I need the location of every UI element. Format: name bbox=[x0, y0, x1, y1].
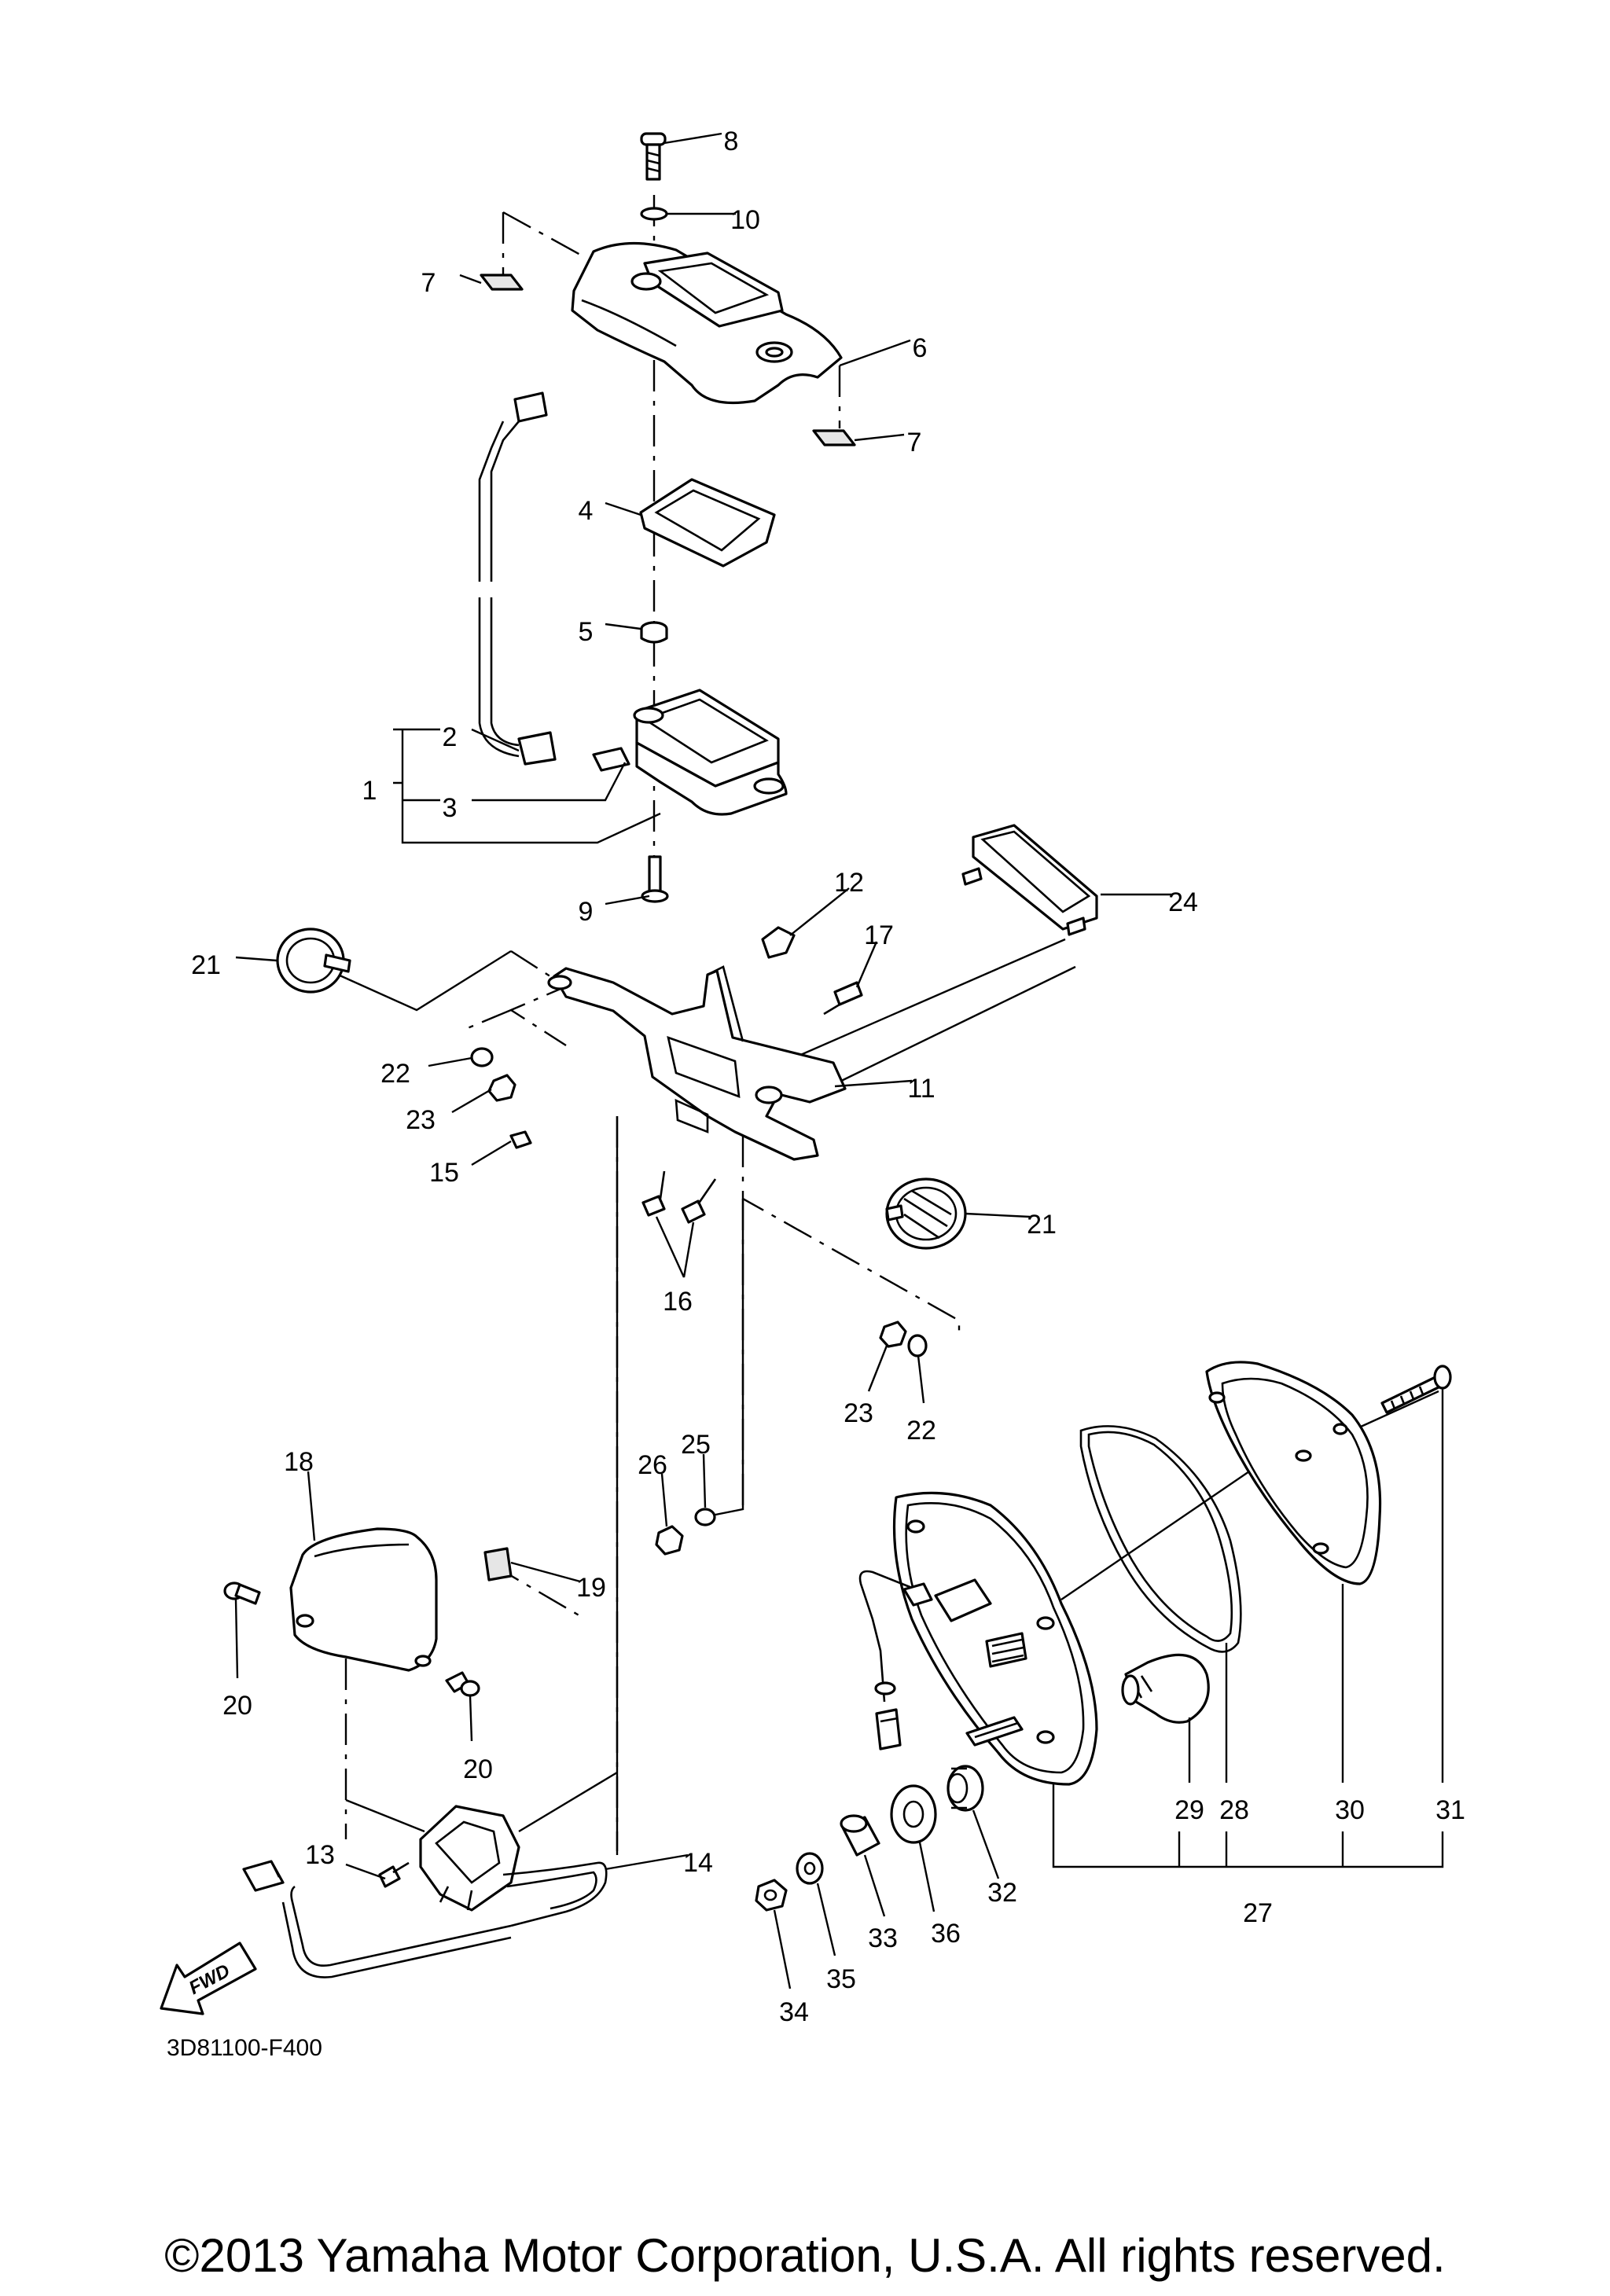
part-36-washer bbox=[890, 1784, 937, 1844]
callout-7a: 7 bbox=[421, 268, 436, 298]
callout-19: 19 bbox=[576, 1573, 606, 1603]
part-27-bulb-socket-wire bbox=[858, 1570, 992, 1750]
callout-4: 4 bbox=[579, 496, 594, 526]
callout-16: 16 bbox=[663, 1287, 693, 1317]
part-6-meter-cover bbox=[571, 241, 843, 405]
part-17-bolt bbox=[823, 981, 863, 1016]
assembly-solid-lines bbox=[337, 938, 1439, 1855]
callout-23b: 23 bbox=[844, 1398, 873, 1428]
part-8-screw bbox=[640, 132, 667, 181]
callout-13: 13 bbox=[305, 1840, 335, 1870]
part-7-pad-right bbox=[812, 429, 856, 446]
callout-7b: 7 bbox=[907, 428, 922, 457]
part-32-grommet bbox=[947, 1765, 984, 1812]
part-28-gasket bbox=[1079, 1425, 1242, 1653]
callout-15: 15 bbox=[429, 1158, 459, 1188]
part-9-bolt bbox=[641, 855, 669, 903]
fwd-direction-arrow bbox=[160, 1941, 257, 2015]
callout-30: 30 bbox=[1335, 1795, 1365, 1825]
callout-36: 36 bbox=[931, 1919, 961, 1949]
part-22-washer-left bbox=[470, 1047, 494, 1067]
part-5-grommet bbox=[640, 621, 668, 644]
part-31-screw bbox=[1380, 1365, 1452, 1414]
part-26-nut bbox=[655, 1525, 684, 1556]
part-27-tail-light-housing bbox=[892, 1491, 1098, 1786]
callout-10: 10 bbox=[730, 205, 760, 235]
part-29-bulb bbox=[1121, 1653, 1210, 1724]
callout-21a: 21 bbox=[191, 950, 221, 980]
callout-11: 11 bbox=[907, 1074, 935, 1104]
callout-28: 28 bbox=[1219, 1795, 1249, 1825]
part-1-meter-assembly bbox=[633, 689, 788, 816]
callout-9: 9 bbox=[579, 897, 594, 927]
callout-18: 18 bbox=[284, 1447, 314, 1477]
callout-17: 17 bbox=[864, 920, 894, 950]
part-21-reflector-right bbox=[885, 1177, 967, 1250]
part-35-washer bbox=[796, 1852, 824, 1885]
callout-34: 34 bbox=[779, 1997, 809, 2027]
part-12-cap bbox=[761, 926, 796, 959]
part-4-gasket bbox=[639, 478, 776, 568]
part-2-wire-harness bbox=[478, 391, 630, 772]
part-10-washer bbox=[640, 207, 668, 221]
callout-3: 3 bbox=[443, 793, 458, 823]
callout-35: 35 bbox=[826, 1964, 856, 1994]
part-7-pad-left bbox=[480, 274, 524, 291]
callout-33: 33 bbox=[868, 1923, 898, 1953]
callout-23a: 23 bbox=[406, 1105, 436, 1135]
part-14-license-lamp-harness bbox=[242, 1805, 608, 1978]
part-13-screw bbox=[378, 1861, 410, 1888]
part-20-screw-right bbox=[445, 1671, 480, 1697]
diagram-code: 3D81100-F400 bbox=[167, 2035, 322, 2061]
callout-26: 26 bbox=[638, 1450, 667, 1480]
callout-5: 5 bbox=[579, 617, 594, 647]
part-19-pad bbox=[483, 1547, 513, 1581]
callout-25: 25 bbox=[681, 1430, 711, 1460]
part-22-washer-right bbox=[907, 1334, 928, 1357]
part-21-reflector-left bbox=[276, 928, 351, 994]
leader-lines bbox=[234, 132, 1444, 1989]
part-23-nut-right bbox=[879, 1321, 907, 1348]
callout-31: 31 bbox=[1435, 1795, 1465, 1825]
part-25-washer bbox=[694, 1508, 716, 1526]
callout-24: 24 bbox=[1168, 887, 1198, 917]
callout-32: 32 bbox=[987, 1878, 1017, 1908]
callout-6: 6 bbox=[913, 333, 928, 363]
callout-8: 8 bbox=[724, 127, 739, 156]
copyright-notice: ©2013 Yamaha Motor Corporation, U.S.A. A… bbox=[164, 2229, 1445, 2282]
callout-22a: 22 bbox=[380, 1059, 410, 1089]
callout-27: 27 bbox=[1243, 1898, 1273, 1928]
part-18-light-cover bbox=[289, 1527, 438, 1672]
part-15-clip bbox=[509, 1130, 532, 1149]
callout-14: 14 bbox=[683, 1848, 713, 1878]
callout-29: 29 bbox=[1174, 1795, 1204, 1825]
part-20-screw-left bbox=[223, 1581, 261, 1605]
part-24-license-lamp bbox=[961, 824, 1098, 936]
part-30-lens bbox=[1205, 1361, 1382, 1585]
callout-2: 2 bbox=[443, 722, 458, 752]
callout-12: 12 bbox=[834, 868, 864, 898]
callout-22b: 22 bbox=[906, 1416, 936, 1446]
callout-20a: 20 bbox=[222, 1691, 252, 1721]
part-23-nut-left bbox=[487, 1074, 516, 1102]
callout-21b: 21 bbox=[1027, 1210, 1057, 1240]
part-33-collar bbox=[840, 1814, 880, 1857]
part-11-bracket bbox=[547, 965, 847, 1161]
callout-20b: 20 bbox=[463, 1754, 493, 1784]
part-34-nut bbox=[755, 1879, 788, 1912]
callout-1: 1 bbox=[362, 776, 377, 806]
part-16-bolts bbox=[641, 1170, 717, 1224]
